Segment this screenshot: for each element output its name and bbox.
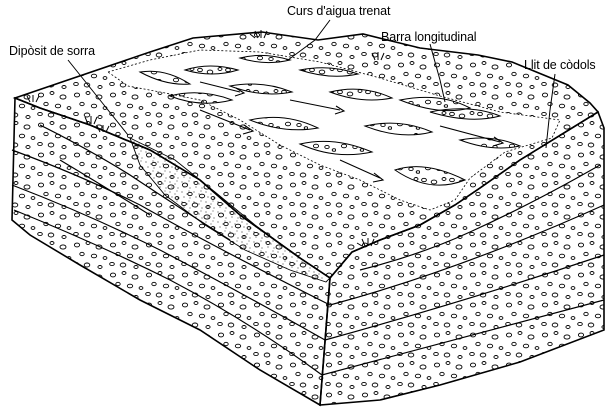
label-curs-aigua-trenat: Curs d'aigua trenat <box>287 4 390 18</box>
label-llit-codols: Llit de còdols <box>524 58 596 72</box>
label-diposit-sorra: Dipòsit de sorra <box>9 44 95 58</box>
label-barra-longitudinal: Barra longitudinal <box>381 30 476 44</box>
